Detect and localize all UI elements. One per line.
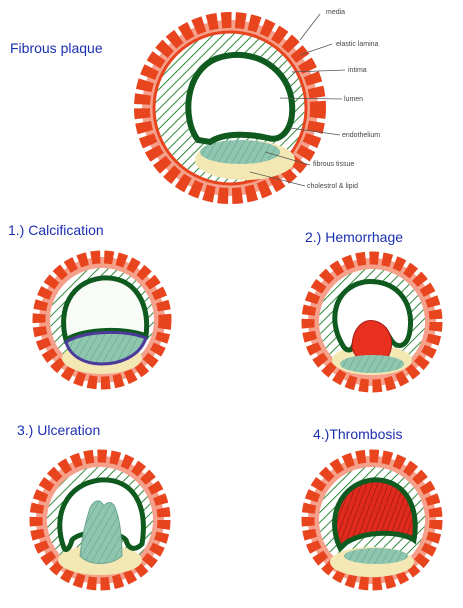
annotation-cholesterol-lipid: cholestrol & lipid [307, 183, 358, 190]
annotation-intima: intima [348, 67, 367, 74]
annotation-elastic-lamina: elastic lamina [336, 41, 379, 48]
annotation-media: media [326, 9, 345, 16]
fibrous-plaque-diagram: media elastic lamina intima lumen endoth… [142, 9, 380, 196]
hemorrhage-fibrous-base [340, 355, 404, 373]
annotation-lumen: lumen [344, 96, 363, 103]
thrombosis-fibrous-cap [344, 548, 408, 564]
annotation-fibrous-tissue: fibrous tissue [313, 161, 354, 168]
hemorrhage-diagram [308, 258, 436, 386]
annotation-endothelium: endothelium [342, 132, 380, 139]
ulceration-diagram [36, 456, 164, 584]
calcification-diagram [39, 257, 165, 383]
calcification-lumen [64, 278, 147, 340]
thrombosis-diagram [308, 456, 436, 584]
lumen [188, 55, 292, 142]
annotation-leader-media [300, 14, 320, 40]
